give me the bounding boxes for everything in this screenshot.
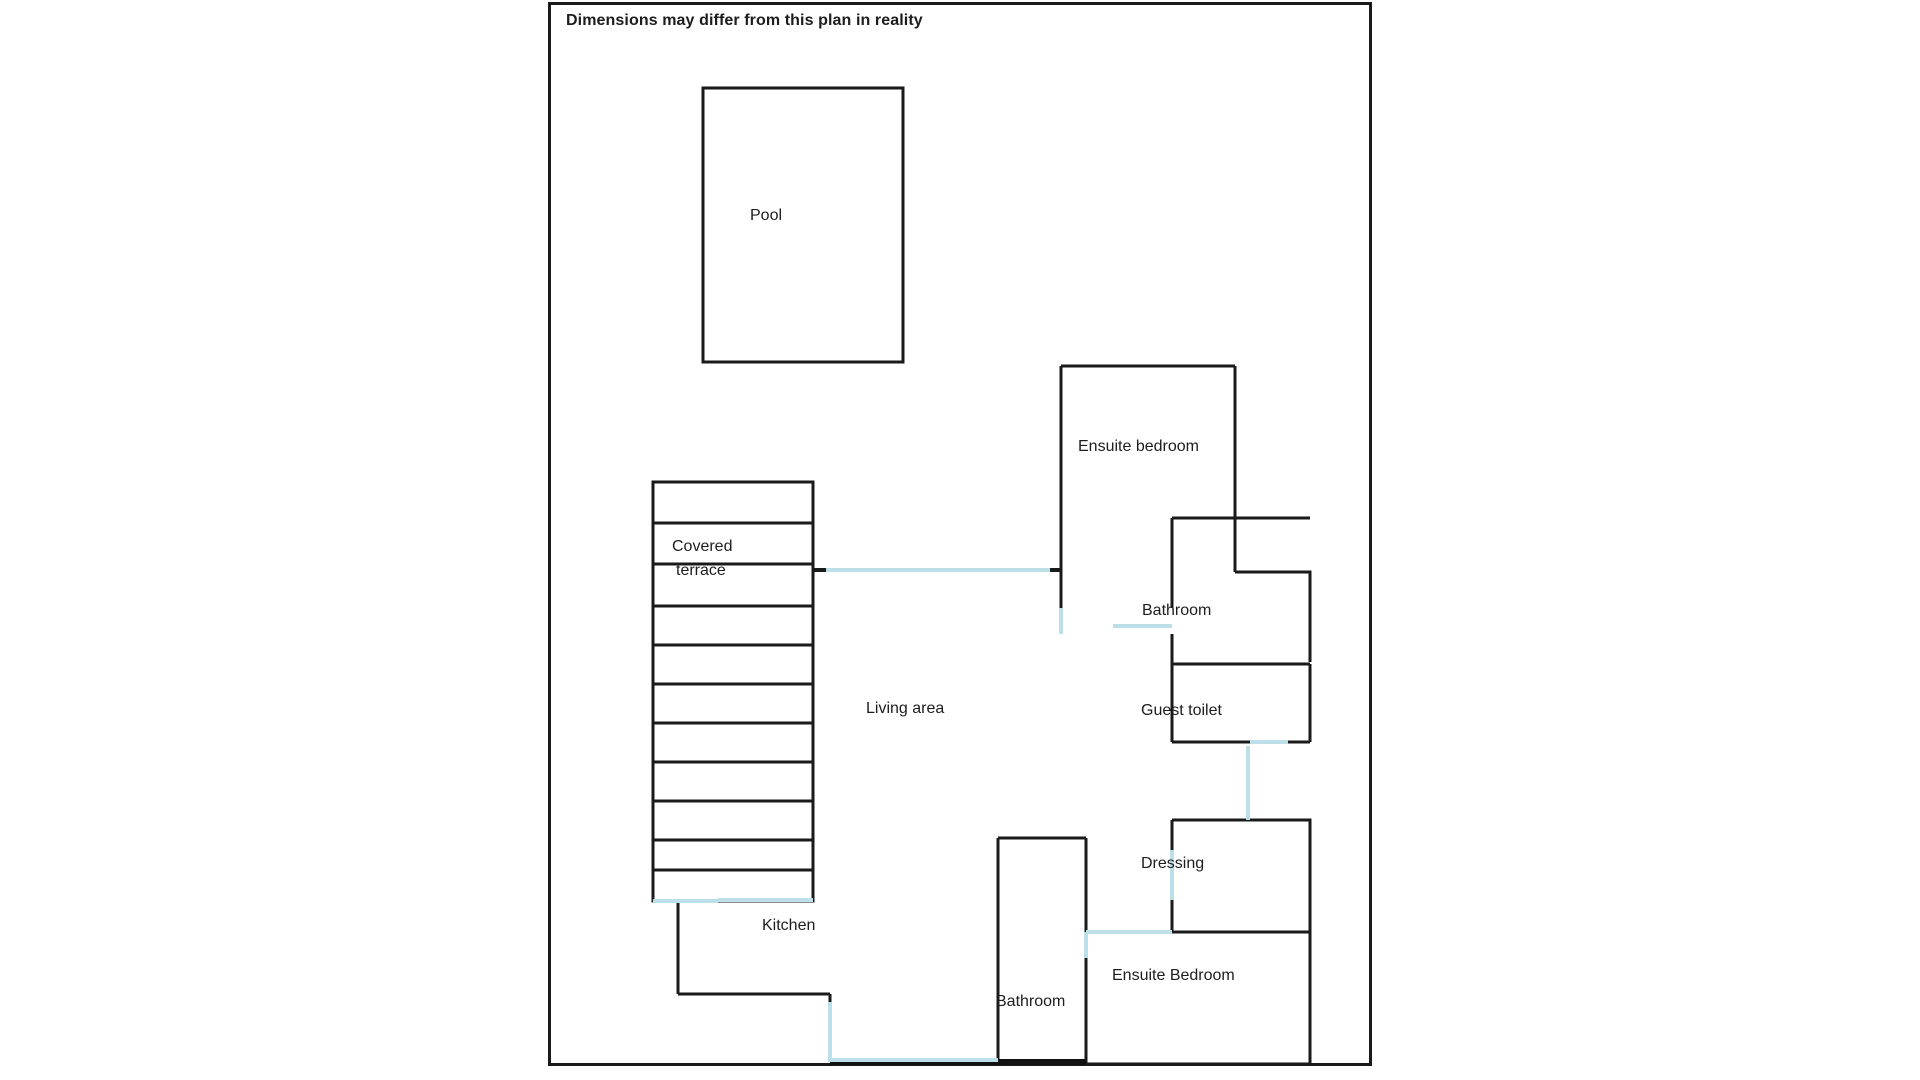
room-label-ensuite-bedroom-lower: Ensuite Bedroom [1112,967,1235,984]
kitchen-outline [676,901,832,1002]
plan-drawing-canvas [651,86,1312,1066]
door-openings [653,568,1288,1062]
guest-toilet-outline [1170,664,1312,744]
room-label-covered-terrace-line2: terrace [676,562,726,579]
room-label-living-area: Living area [866,700,945,717]
pool-outline [701,86,905,364]
room-label-bathroom-lower: Bathroom [996,993,1066,1010]
room-label-ensuite-bedroom-upper: Ensuite bedroom [1078,438,1199,455]
covered-terrace-outline [651,480,815,903]
room-label-pool: Pool [750,207,783,224]
room-label-kitchen: Kitchen [762,917,816,934]
plan-disclaimer-note: Dimensions may differ from this plan in … [566,12,923,29]
ensuite-bedroom-upper-outline [1059,364,1312,662]
room-label-dressing: Dressing [1141,855,1205,872]
ensuite-bedroom-lower-outline [1086,930,1312,1066]
dressing-outline [1170,818,1312,934]
room-label-covered-terrace-line1: Covered [672,538,733,555]
room-label-guest-toilet: Guest toilet [1141,702,1222,719]
room-label-bathroom-upper: Bathroom [1142,602,1212,619]
bathroom-upper-outline [1170,572,1310,666]
bathroom-lower-outline [996,836,1088,1064]
